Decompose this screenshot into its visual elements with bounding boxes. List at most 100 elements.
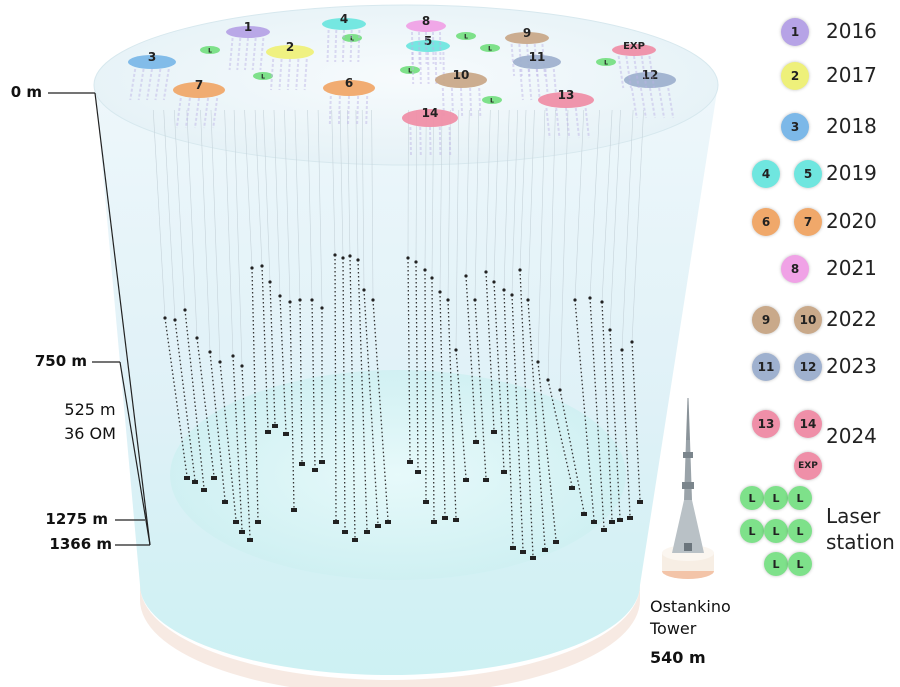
cluster-buoy-chain [419,51,422,85]
string-top-buoy [438,290,442,294]
string-anchor [415,470,421,474]
cluster-buoy-chain [356,95,360,127]
cluster-buoy-chain [357,29,361,63]
tower-height: 540 m [650,648,706,667]
cluster-buoy-chain [460,87,464,119]
om-string [455,349,467,479]
laser-station-marker [482,96,502,104]
surface-cable [152,109,166,319]
om-string [209,351,226,501]
string-top-buoy [454,348,458,352]
legend-badge-2: 2 [781,62,809,90]
om-string [447,299,457,519]
cluster-buoy-chain [228,37,234,71]
string-top-buoy [183,308,187,312]
string-anchor [491,430,497,434]
cluster-label-1: 1 [244,20,252,34]
surface-cable [621,109,634,351]
string-anchor [239,530,245,534]
string-anchor [601,528,607,532]
string-top-buoy [536,360,540,364]
laser-station-marker [456,32,476,40]
cluster-buoy-chain [648,55,656,89]
cluster-buoy-chain [536,68,541,101]
string-anchor [201,488,207,492]
string-anchor [299,462,305,466]
string-top-buoy [208,350,212,354]
om-string [372,299,389,521]
om-string [493,281,505,471]
surface-cable [347,109,351,257]
string-top-buoy [430,276,434,280]
string-top-buoy [278,294,282,298]
surface-cable [493,109,499,283]
surface-cable [339,109,344,259]
om-string [601,301,613,521]
laser-station-marker [342,34,362,42]
string-top-buoy [588,296,592,300]
strings-layer [152,109,644,560]
surface-cable [447,109,451,301]
cluster-label-exp: EXP [623,41,645,52]
legend-badge-7: 7 [794,208,822,236]
om-string [439,291,446,517]
string-anchor [385,520,391,524]
string-top-buoy [518,268,522,272]
cluster-marker-11 [513,55,561,69]
om-string [184,309,205,489]
cluster-buoy-chain [425,31,428,65]
cluster-buoy-chain [337,95,341,127]
string-anchor [627,516,633,520]
cluster-buoy-chain [162,68,170,101]
string-anchor [312,468,318,472]
surface-cable [415,109,418,263]
legend-badge-13: 13 [752,410,780,438]
legend-laser-badge: L [764,486,788,510]
surface-cable [519,109,527,271]
legend-badge-11: 11 [752,353,780,381]
cluster-buoy-chain [625,55,632,89]
cluster-buoy-chain [545,107,551,139]
cluster-buoy-chain [630,87,638,119]
cluster-buoy-chain [341,29,345,63]
cluster-marker-1 [226,26,270,38]
surface-cable [200,109,211,353]
om-string [407,257,411,461]
string-anchor [211,476,217,480]
cluster-buoy-chain [303,58,308,91]
om-string [241,365,251,539]
string-top-buoy [173,318,177,322]
string-anchor [319,460,325,464]
string-top-buoy [298,298,302,302]
cluster-buoy-chain [411,51,415,85]
cluster-label-12: 12 [642,68,659,82]
cluster-label-10: 10 [453,68,470,82]
string-anchor [407,460,413,464]
legend-badge-9: 9 [752,306,780,334]
surface-cable [559,109,569,391]
surface-cable [163,109,176,321]
cluster-buoy-chain [251,37,257,71]
string-top-buoy [510,293,514,297]
cluster-buoy-chain [129,68,137,101]
string-top-buoy [240,364,244,368]
legend-laser-label-line2: station [826,530,895,554]
string-anchor [530,556,536,560]
string-top-buoy [600,300,604,304]
laser-station-marker [200,46,220,54]
surface-cable [527,109,535,301]
depth-scale [48,92,151,546]
string-top-buoy [502,288,506,292]
cluster-marker-2 [266,45,314,59]
cluster-buoy-chain [418,31,421,65]
string-anchor [442,516,448,520]
legend-laser-badge: L [788,552,812,576]
string-anchor [255,520,261,524]
string-anchor [352,538,358,542]
legend-year-2022: 2022 [826,307,877,331]
cluster-buoy-chain [439,31,442,65]
om-string [232,355,243,531]
string-anchor [283,432,289,436]
